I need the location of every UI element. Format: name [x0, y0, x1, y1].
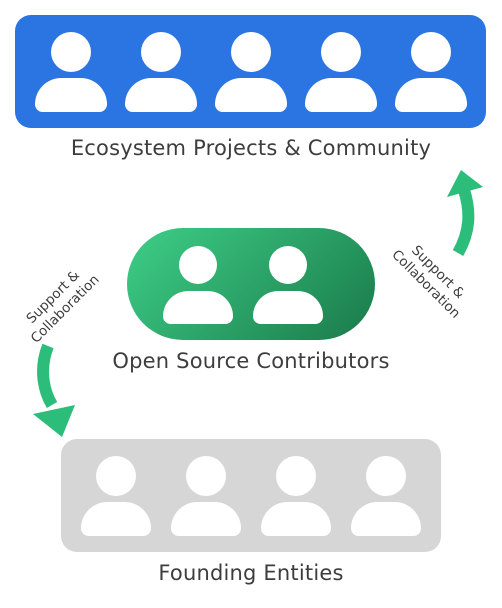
contributors-label: Open Source Contributors [112, 349, 390, 373]
contributors-people-row [163, 246, 323, 324]
person-icon [261, 456, 331, 536]
person-icon [125, 32, 197, 112]
founding-label: Founding Entities [158, 561, 344, 585]
person-icon [171, 456, 241, 536]
person-icon [253, 246, 323, 324]
person-icon [35, 32, 107, 112]
ecosystem-group-box [15, 15, 486, 128]
person-icon [81, 456, 151, 536]
ecosystem-people-row [35, 32, 467, 112]
person-icon [215, 32, 287, 112]
founding-people-row [81, 456, 421, 536]
founding-group-box [61, 439, 441, 552]
person-icon [163, 246, 233, 324]
person-icon [351, 456, 421, 536]
contributors-group-box [127, 228, 375, 340]
person-icon [305, 32, 377, 112]
ecosystem-label: Ecosystem Projects & Community [70, 136, 432, 160]
person-icon [395, 32, 467, 112]
